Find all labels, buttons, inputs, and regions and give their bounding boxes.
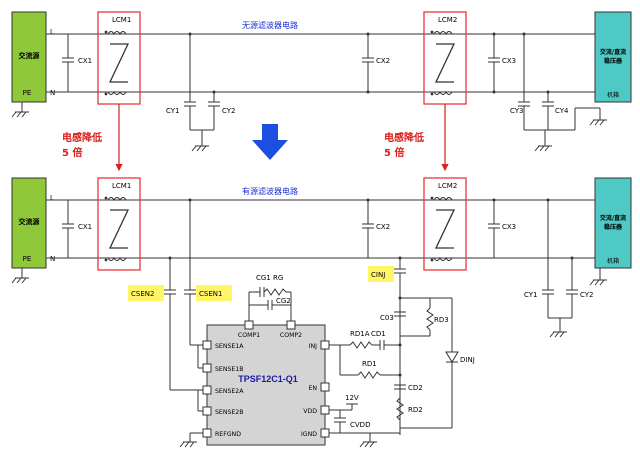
pin-sense1b: SENSE1B xyxy=(215,366,243,373)
chip-name: TPSF12C1-Q1 xyxy=(238,374,298,384)
cd2-label: CD2 xyxy=(408,384,423,392)
dinj-label: DINJ xyxy=(460,356,475,364)
csen2-highlight xyxy=(128,285,164,301)
lcm1-box-bottom xyxy=(97,177,141,271)
ac-source-box-bottom xyxy=(11,177,47,269)
line-l-label-bottom: L xyxy=(50,194,54,202)
lcm2-box-bottom xyxy=(423,177,467,271)
cy2-label-bottom: CY2 xyxy=(580,291,594,299)
csen2-label: CSEN2 xyxy=(131,290,154,298)
ac-dc-regulator-box-bottom xyxy=(594,177,632,269)
cx1-label-bottom: CX1 xyxy=(78,223,92,231)
csen1-highlight xyxy=(196,285,232,301)
cx2-label-bottom: CX2 xyxy=(376,223,390,231)
pin-en: EN xyxy=(308,385,317,392)
cg2-label: CG2 xyxy=(276,297,291,305)
rg-label: RG xyxy=(273,274,283,282)
lcm1-box-top xyxy=(97,11,141,105)
cx1-label-top: CX1 xyxy=(78,57,92,65)
down-arrow-icon xyxy=(252,124,288,160)
pin-vdd: VDD xyxy=(303,408,317,415)
tpsf12c1-chip xyxy=(206,324,326,446)
lcm2-box-top xyxy=(423,11,467,105)
cy1-label-top: CY1 xyxy=(166,107,180,115)
cy2-label-top: CY2 xyxy=(222,107,236,115)
lcm1-label-top: LCM1 xyxy=(112,16,131,24)
ac-source-label-top: 交流源 xyxy=(19,51,40,60)
line-l-label-top: L xyxy=(50,28,54,36)
pin-comp2: COMP2 xyxy=(280,332,302,339)
pin-sense1a: SENSE1A xyxy=(215,343,244,350)
diode-dinj-icon xyxy=(445,351,459,363)
c03-label: C03 xyxy=(380,314,394,322)
rd1a-label: RD1A xyxy=(350,330,370,338)
active-filter-circuit: 交流源 L PE N CX1 LCM1 有源滤波器电路 CSEN2 CSEN1 xyxy=(11,177,632,448)
pin-comp1: COMP1 xyxy=(238,332,260,339)
lcm1-label-bottom: LCM1 xyxy=(112,182,131,190)
pin-refgnd: REFGND xyxy=(215,431,241,438)
regulator-label-1-bottom: 交流/直流 xyxy=(600,214,626,222)
cinj-highlight xyxy=(368,266,394,282)
reduce-left-factor: 5 倍 xyxy=(62,146,82,159)
rd1-label: RD1 xyxy=(362,360,377,368)
cy3-label-top: CY3 xyxy=(510,107,524,115)
ac-source-label-bottom: 交流源 xyxy=(19,217,40,226)
reduction-annotations: 电感降低 5 倍 电感降低 5 倍 xyxy=(62,104,449,172)
active-filter-title: 有源滤波器电路 xyxy=(242,186,298,196)
csen1-label: CSEN1 xyxy=(199,290,222,298)
cg1-label: CG1 xyxy=(256,274,271,282)
line-pe-label-top: PE xyxy=(23,89,32,97)
reduce-right-factor: 5 倍 xyxy=(384,146,404,159)
ac-dc-regulator-box-top xyxy=(594,11,632,103)
rd2-label: RD2 xyxy=(408,406,423,414)
lcm2-label-bottom: LCM2 xyxy=(438,182,457,190)
pin-sense2a: SENSE2A xyxy=(215,388,244,395)
cx3-label-bottom: CX3 xyxy=(502,223,516,231)
cy1-label-bottom: CY1 xyxy=(524,291,538,299)
cx2-label-top: CX2 xyxy=(376,57,390,65)
regulator-label-2-top: 稳压器 xyxy=(604,57,623,65)
lcm2-label-top: LCM2 xyxy=(438,16,457,24)
passive-filter-circuit: 交流源 L PE N CX1 LCM1 xyxy=(11,11,632,152)
cy4-label-top: CY4 xyxy=(555,107,569,115)
cd1-label: CD1 xyxy=(371,330,386,338)
pin-sense2b: SENSE2B xyxy=(215,409,243,416)
cx3-label-top: CX3 xyxy=(502,57,516,65)
line-n-label-bottom: N xyxy=(50,255,55,263)
regulator-label-1-top: 交流/直流 xyxy=(600,48,626,56)
chassis-label-top: 机箱 xyxy=(607,91,619,99)
cvdd-label: CVDD xyxy=(350,421,370,429)
rd3-label: RD3 xyxy=(434,316,449,324)
line-pe-label-bottom: PE xyxy=(23,255,32,263)
reduce-left-label: 电感降低 xyxy=(62,131,102,144)
regulator-label-2-bottom: 稳压器 xyxy=(604,223,623,231)
cinj-label: CINJ xyxy=(371,271,385,279)
chassis-label-bottom: 机箱 xyxy=(607,257,619,265)
pin-ignd: IGND xyxy=(301,431,317,438)
pin-inj: INJ xyxy=(309,343,317,350)
reduce-right-label: 电感降低 xyxy=(384,131,424,144)
v12-label: 12V xyxy=(345,394,359,402)
line-n-label-top: N xyxy=(50,89,55,97)
passive-filter-title: 无源滤波器电路 xyxy=(242,20,298,30)
ac-source-box-top xyxy=(11,11,47,103)
